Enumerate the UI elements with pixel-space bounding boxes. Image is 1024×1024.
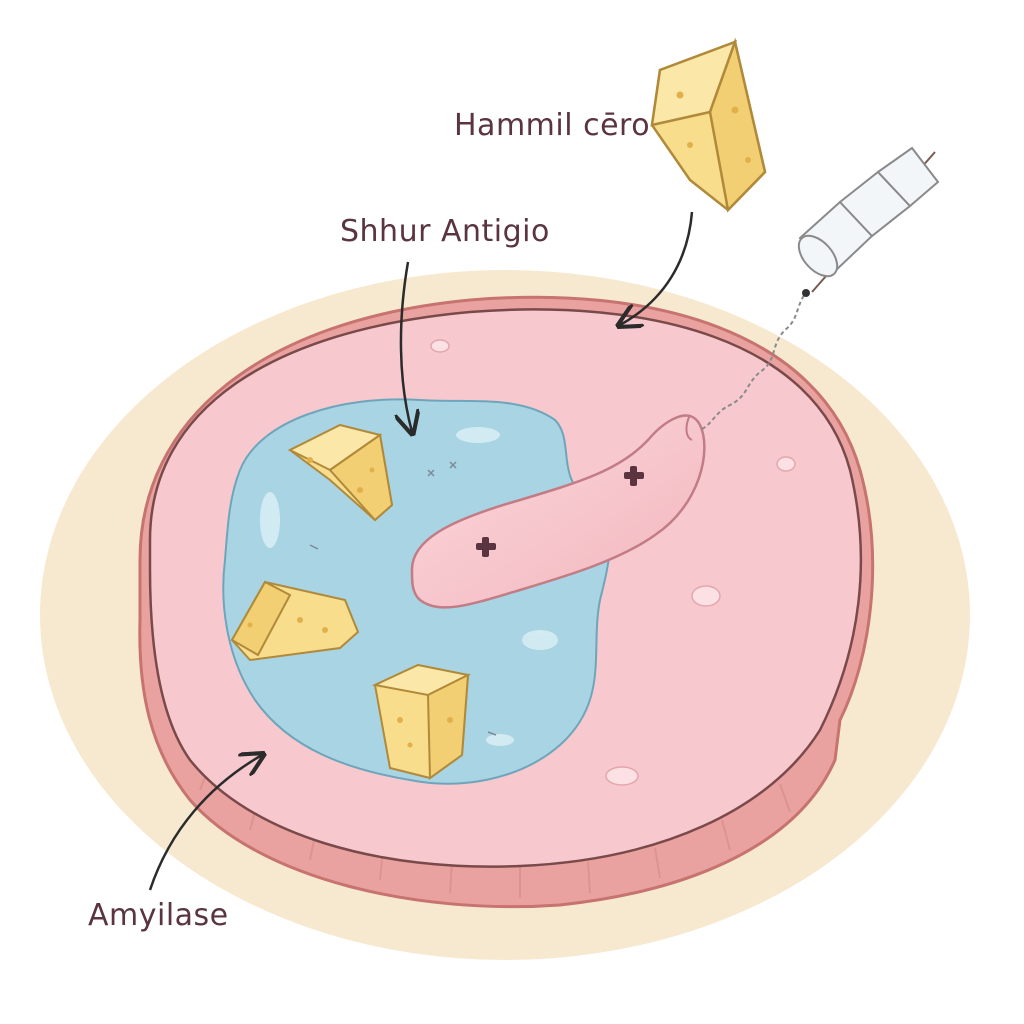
label-hammil-cero: Hammil cēro	[454, 108, 651, 143]
fluid-highlights	[260, 427, 558, 746]
cheese-cube-icon	[650, 37, 767, 213]
tongue-icon	[410, 414, 706, 609]
tissue-droplets	[430, 339, 796, 786]
arrow-middle	[401, 261, 412, 432]
arrow-bottom	[148, 755, 262, 891]
arrow-top	[620, 211, 694, 325]
marshmallow-skewer-icon	[699, 146, 940, 431]
label-shhur-antigio: Shhur Antigio	[340, 214, 550, 249]
arrow-icon	[148, 211, 694, 891]
cheese-cube-icon	[371, 663, 472, 780]
label-amyilase: Amyilase	[88, 898, 229, 933]
cheese-cube-icon	[287, 423, 394, 522]
cross-mark-icon	[624, 466, 644, 486]
cross-mark-icon	[476, 537, 496, 557]
cheese-cube-icon	[230, 580, 360, 662]
particles	[309, 461, 497, 736]
